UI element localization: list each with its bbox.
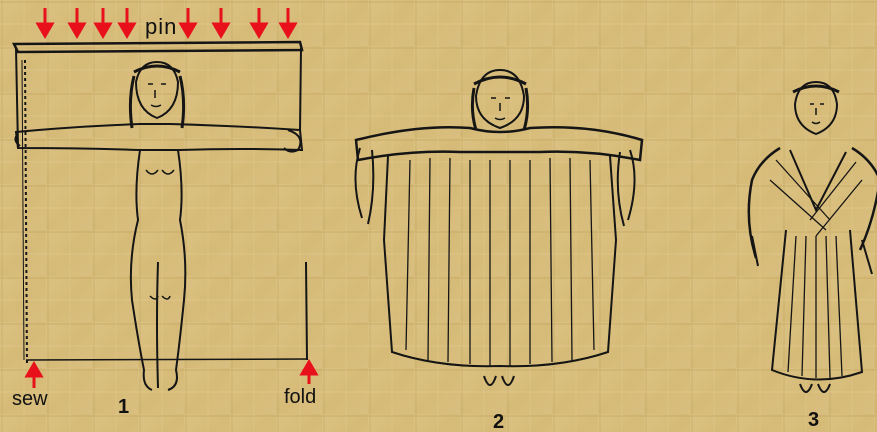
cloth-right-edge [300,48,301,130]
figure-number-3: 3 [808,409,819,432]
fold-edge-line [306,262,307,360]
cloth-bottom-edge [26,359,308,360]
figure-number-1: 1 [118,396,129,419]
sew-label: sew [12,388,48,411]
fold-label: fold [284,386,316,409]
legs-center-line [157,262,158,388]
pin-label: pin [145,14,177,40]
figure-number-2: 2 [493,411,504,432]
